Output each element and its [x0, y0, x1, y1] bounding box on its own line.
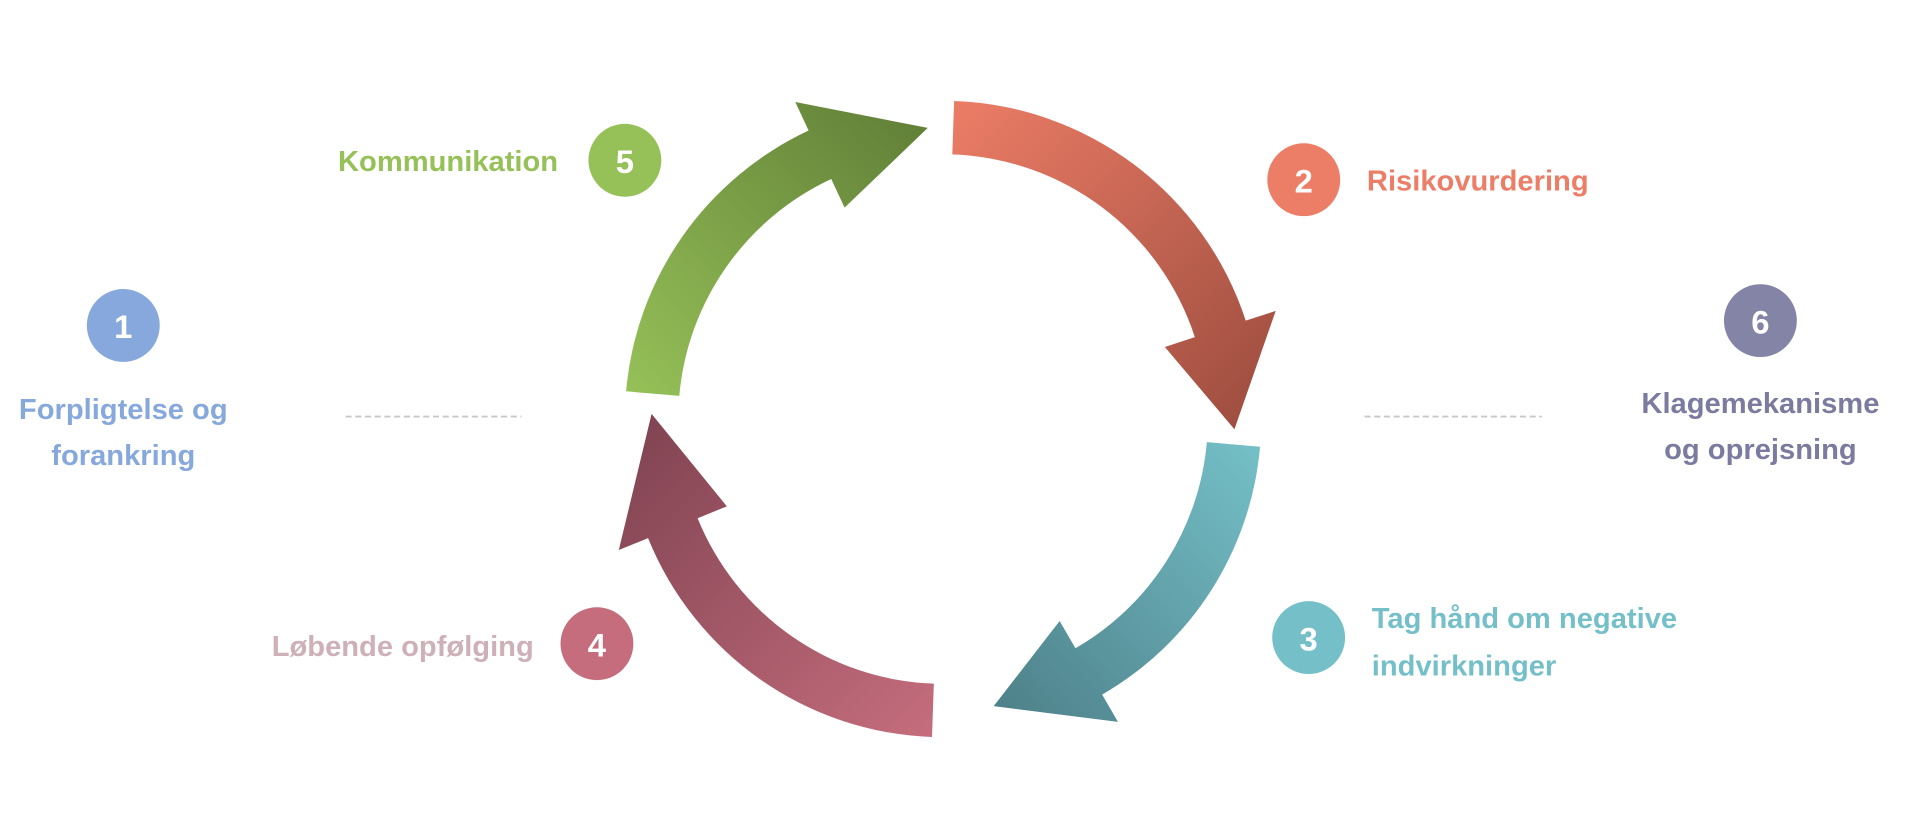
step-4: 4 Løbende opfølging [272, 607, 634, 681]
step-1-label-line2: forankring [51, 440, 195, 472]
ongoing-followup-arrow [618, 413, 934, 737]
step-3-badge [1272, 601, 1346, 675]
step-6-label-line1: Klagemekanisme [1641, 388, 1879, 420]
step-6-label-line2: og oprejsning [1664, 434, 1857, 466]
step-6-badge [1723, 284, 1797, 358]
step-5-label: Kommunikation [338, 146, 558, 178]
address-impacts-arrow [993, 442, 1261, 722]
step-4-number: 4 [588, 626, 607, 663]
step-5: 5 Kommunikation [338, 123, 662, 197]
step-2-label: Risikovurdering [1367, 166, 1589, 198]
step-1-badge [86, 289, 160, 362]
step-3-label-line1: Tag hånd om negative [1372, 603, 1677, 635]
step-4-badge [560, 607, 634, 681]
step-3-label-line2: indvirkninger [1372, 650, 1557, 682]
step-2: 2 Risikovurdering [1267, 143, 1589, 217]
step-6-number: 6 [1751, 303, 1769, 340]
step-5-number: 5 [616, 143, 634, 180]
step-3-number: 3 [1300, 620, 1318, 657]
cycle-arrows [618, 101, 1276, 737]
step-1: 1 Forpligtelse og forankring [19, 289, 228, 472]
step-1-label-line1: Forpligtelse og [19, 394, 228, 426]
step-2-number: 2 [1295, 162, 1313, 199]
step-5-badge [588, 123, 662, 197]
step-6: 6 Klagemekanisme og oprejsning [1641, 284, 1879, 466]
step-3: 3 Tag hånd om negative indvirkninger [1272, 601, 1677, 682]
step-2-badge [1267, 143, 1341, 217]
step-1-number: 1 [114, 308, 132, 345]
communication-arrow [626, 102, 928, 396]
step-4-label: Løbende opfølging [272, 631, 534, 663]
risk-assessment-arrow [952, 101, 1276, 430]
